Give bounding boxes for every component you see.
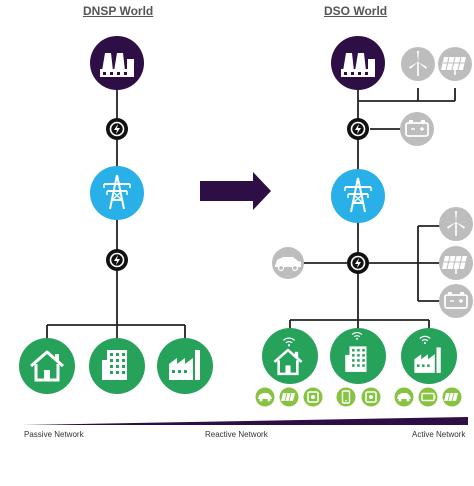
solar-panel-icon (443, 392, 459, 402)
device-appliance (303, 387, 323, 407)
device-appliance (361, 387, 381, 407)
device-ev (255, 387, 275, 407)
dnsp-lightning-node-bottom (106, 249, 128, 271)
dso-wind-side (439, 207, 473, 241)
dso-solar-top (438, 47, 472, 81)
dnsp-factory (157, 338, 213, 394)
dso-electric-car (272, 247, 304, 279)
dso-smart-devices (255, 387, 462, 407)
network-scale-wedge (22, 417, 468, 425)
solar-panel-icon (280, 392, 296, 402)
device-solar (279, 387, 299, 407)
device-phone (336, 387, 356, 407)
dso-lightning-node-top (347, 118, 369, 140)
dso-house (262, 328, 318, 384)
passive-network-label: Passive Network (24, 430, 84, 439)
dnsp-lightning-node-top (106, 118, 128, 140)
dnsp-substation (90, 166, 144, 220)
dso-solar-side (439, 246, 473, 280)
dso-apartment (330, 328, 386, 384)
device-battery (418, 387, 438, 407)
dso-factory (401, 328, 457, 384)
active-network-label: Active Network (412, 430, 466, 439)
dnsp-house (19, 338, 75, 394)
dnsp-power-plant (90, 36, 144, 90)
dso-world-title: DSO World (324, 4, 388, 18)
dso-battery-side (439, 284, 473, 318)
dso-lightning-node-bottom (347, 252, 369, 274)
dso-wind-top (401, 47, 435, 81)
device-ev (394, 387, 414, 407)
dnsp-apartment (89, 338, 145, 394)
device-solar (442, 387, 462, 407)
dso-power-plant (331, 36, 385, 90)
dnsp-world-title: DNSP World (83, 4, 154, 18)
reactive-network-label: Reactive Network (205, 430, 268, 439)
transition-arrow (200, 172, 271, 210)
dso-substation (331, 169, 385, 223)
dso-battery-top (400, 112, 434, 146)
